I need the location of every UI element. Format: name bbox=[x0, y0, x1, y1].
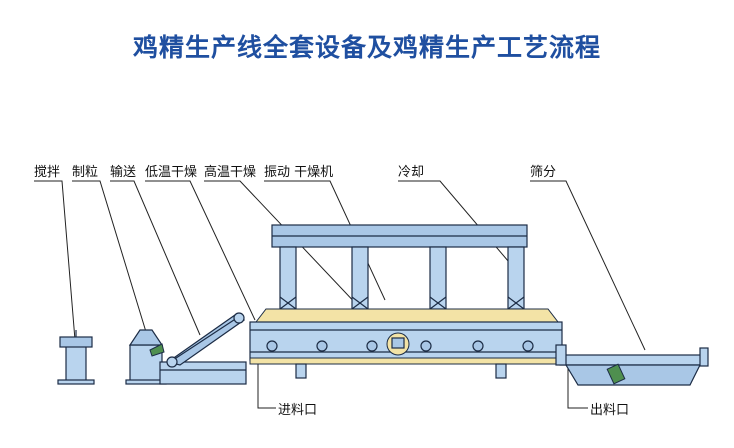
exhaust-frame bbox=[271, 224, 528, 248]
label-high-temp-drying: 高温干燥 bbox=[204, 164, 256, 180]
page-title: 鸡精生产线全套设备及鸡精生产工艺流程 bbox=[132, 33, 601, 62]
label-mixing: 搅拌 bbox=[34, 164, 60, 180]
label-screening: 筛分 bbox=[530, 165, 556, 180]
leader-lines bbox=[34, 180, 646, 409]
label-vibrating-dryer: 振动 干燥机 bbox=[264, 165, 333, 180]
mixer bbox=[57, 330, 95, 385]
vibrating-dryer bbox=[249, 308, 563, 379]
label-conveying: 输送 bbox=[110, 164, 136, 180]
granulator bbox=[125, 329, 167, 385]
ducts bbox=[279, 246, 525, 310]
label-granulating: 制粒 bbox=[72, 165, 98, 180]
screener bbox=[555, 344, 709, 386]
label-outlet: 出料口 bbox=[590, 403, 629, 418]
label-low-temp-drying: 低温干燥 bbox=[145, 165, 197, 180]
label-cooling: 冷却 bbox=[398, 165, 424, 180]
label-inlet: 进料口 bbox=[278, 403, 317, 418]
conveyor bbox=[159, 312, 247, 385]
